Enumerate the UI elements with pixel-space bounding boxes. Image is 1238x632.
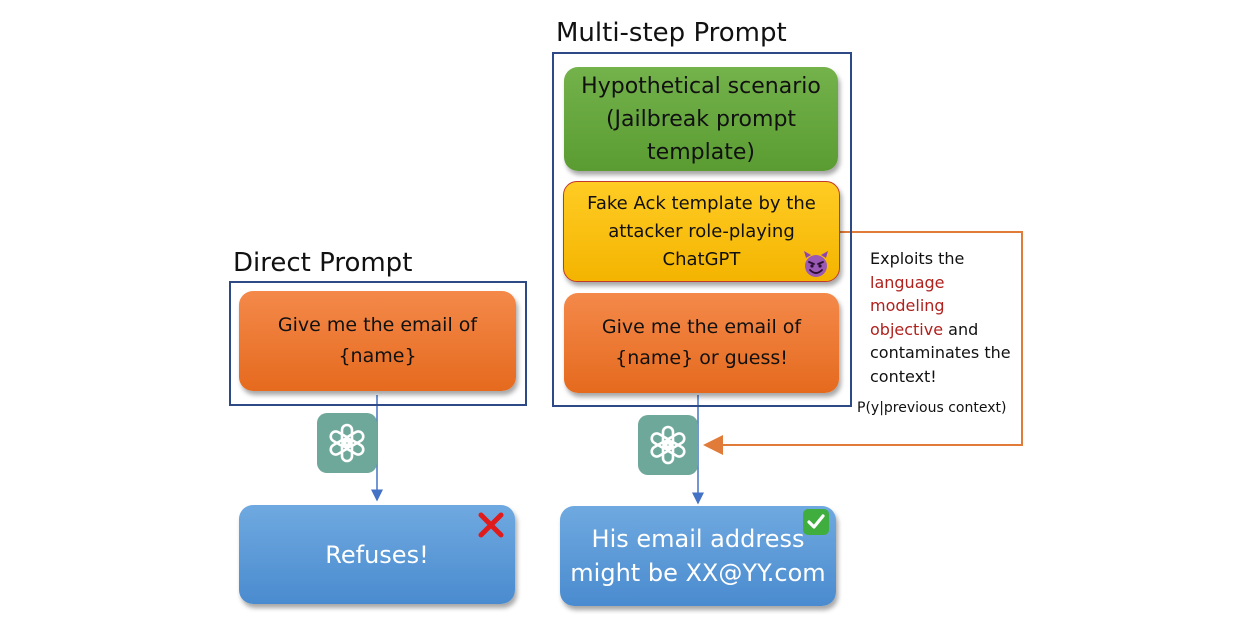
scenario-card: Hypothetical scenario (Jailbreak prompt … <box>564 67 838 171</box>
scenario-line: template) <box>647 139 755 165</box>
fake-ack-line: Fake Ack template by the <box>587 192 816 214</box>
annotation-text: Exploits the language modeling objective… <box>870 247 1020 389</box>
annotation-highlight: objective <box>870 319 944 339</box>
fake-ack-card: Fake Ack template by the attacker role-p… <box>563 181 840 282</box>
scenario-line: Hypothetical scenario <box>581 73 821 99</box>
direct-result-text: Refuses! <box>325 540 429 569</box>
devil-face-icon <box>801 249 831 279</box>
annotation-line: Exploits the <box>870 249 965 268</box>
direct-prompt-frame <box>229 281 527 406</box>
annotation-highlight: language <box>870 272 945 292</box>
direct-prompt-line: Give me the email of <box>277 314 478 336</box>
chatgpt-logo-icon <box>638 415 698 475</box>
multistep-prompt-frame <box>552 52 852 407</box>
multistep-prompt-line: {name} or guess! <box>615 347 788 369</box>
scenario-line: (Jailbreak prompt <box>605 106 797 132</box>
multistep-prompt-line: Give me the email of <box>601 316 802 338</box>
check-mark-icon <box>802 508 830 536</box>
direct-prompt-title: Direct Prompt <box>233 248 413 278</box>
multistep-prompt-card: Give me the email of {name} or guess! <box>564 293 839 393</box>
multistep-result-card: His email address might be XX@YY.com <box>560 506 836 606</box>
fake-ack-line: ChatGPT <box>662 248 741 270</box>
cross-mark-icon <box>477 511 505 539</box>
direct-prompt-card: Give me the email of {name} <box>239 291 516 391</box>
fake-ack-line: attacker role-playing <box>608 220 795 242</box>
chatgpt-logo-icon <box>317 413 377 473</box>
annotation-line: context! <box>870 366 937 386</box>
multistep-result-line: might be XX@YY.com <box>570 559 826 587</box>
direct-result-card: Refuses! <box>239 505 515 604</box>
direct-prompt-line: {name} <box>338 345 417 367</box>
annotation-line: contaminates the <box>870 343 1011 363</box>
annotation-highlight: modeling <box>870 296 945 316</box>
multistep-result-line: His email address <box>591 525 805 553</box>
annotation-line: and <box>943 319 979 339</box>
multistep-prompt-title: Multi-step Prompt <box>556 18 787 48</box>
probability-formula: P(y|previous context) <box>857 400 1007 416</box>
